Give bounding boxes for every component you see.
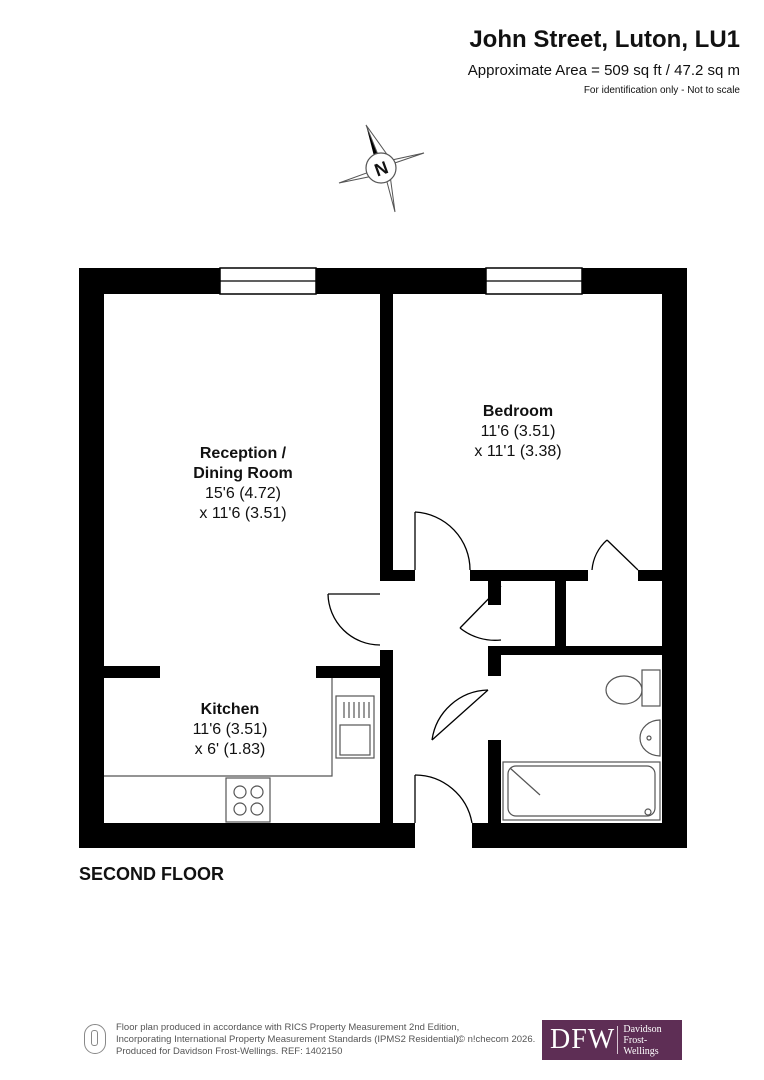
scale-disclaimer: For identification only - Not to scale: [583, 85, 740, 96]
logo-name: Davidson Frost-Wellings: [623, 1024, 682, 1057]
logo-name-line1: Davidson: [623, 1023, 662, 1035]
bedroom-dimensions-1: 11'6 (3.51): [481, 423, 556, 440]
floor-plan: N: [79, 124, 687, 848]
bath-icon: [502, 761, 661, 821]
kitchen-fixtures: [104, 678, 375, 823]
property-title: John Street, Luton, LU1: [469, 26, 740, 53]
toilet-icon: [605, 675, 643, 705]
kitchen-name: Kitchen: [201, 701, 260, 718]
kitchen-dimensions-1: 11'6 (3.51): [193, 721, 268, 738]
bedroom-dimensions-2: x 11'1 (3.38): [474, 443, 561, 460]
reception-dimensions-1: 15'6 (4.72): [205, 485, 281, 502]
footer-notes: Floor plan produced in accordance with R…: [116, 1022, 461, 1058]
basin-icon: [639, 719, 661, 757]
hob-icon: [225, 777, 271, 823]
door-swings: [327, 511, 639, 824]
footer-line-3: Produced for Davidson Frost-Wellings. RE…: [116, 1046, 343, 1057]
room-labels: Reception / Dining Room 15'6 (4.72) x 11…: [193, 403, 562, 758]
reception-name-line1: Reception /: [200, 445, 287, 462]
bathroom-fixtures: [502, 669, 661, 821]
bedroom-name: Bedroom: [483, 403, 553, 420]
area-summary: Approximate Area = 509 sq ft / 47.2 sq m: [467, 62, 740, 79]
person-scale-icon: [84, 1024, 106, 1054]
toilet-cistern-icon: [641, 669, 661, 707]
kitchen-sink-icon: [335, 695, 375, 759]
reception-dimensions-2: x 11'6 (3.51): [199, 505, 286, 522]
copyright-notice: © n!checom 2026.: [458, 1034, 536, 1045]
reception-name-line2: Dining Room: [193, 465, 293, 482]
logo-divider: [617, 1026, 619, 1054]
compass-north-label: N: [372, 157, 391, 180]
windows: [219, 267, 583, 295]
compass-icon: N: [338, 124, 425, 213]
agency-logo: DFW Davidson Frost-Wellings: [542, 1020, 682, 1060]
walls: [79, 268, 687, 848]
kitchen-dimensions-2: x 6' (1.83): [195, 741, 266, 758]
floor-label: SECOND FLOOR: [79, 864, 225, 884]
footer-line-2: Incorporating International Property Mea…: [116, 1034, 462, 1045]
logo-mark: DFW: [550, 1024, 616, 1055]
footer-line-1: Floor plan produced in accordance with R…: [116, 1022, 460, 1033]
logo-name-line2: Frost-Wellings: [623, 1034, 659, 1057]
